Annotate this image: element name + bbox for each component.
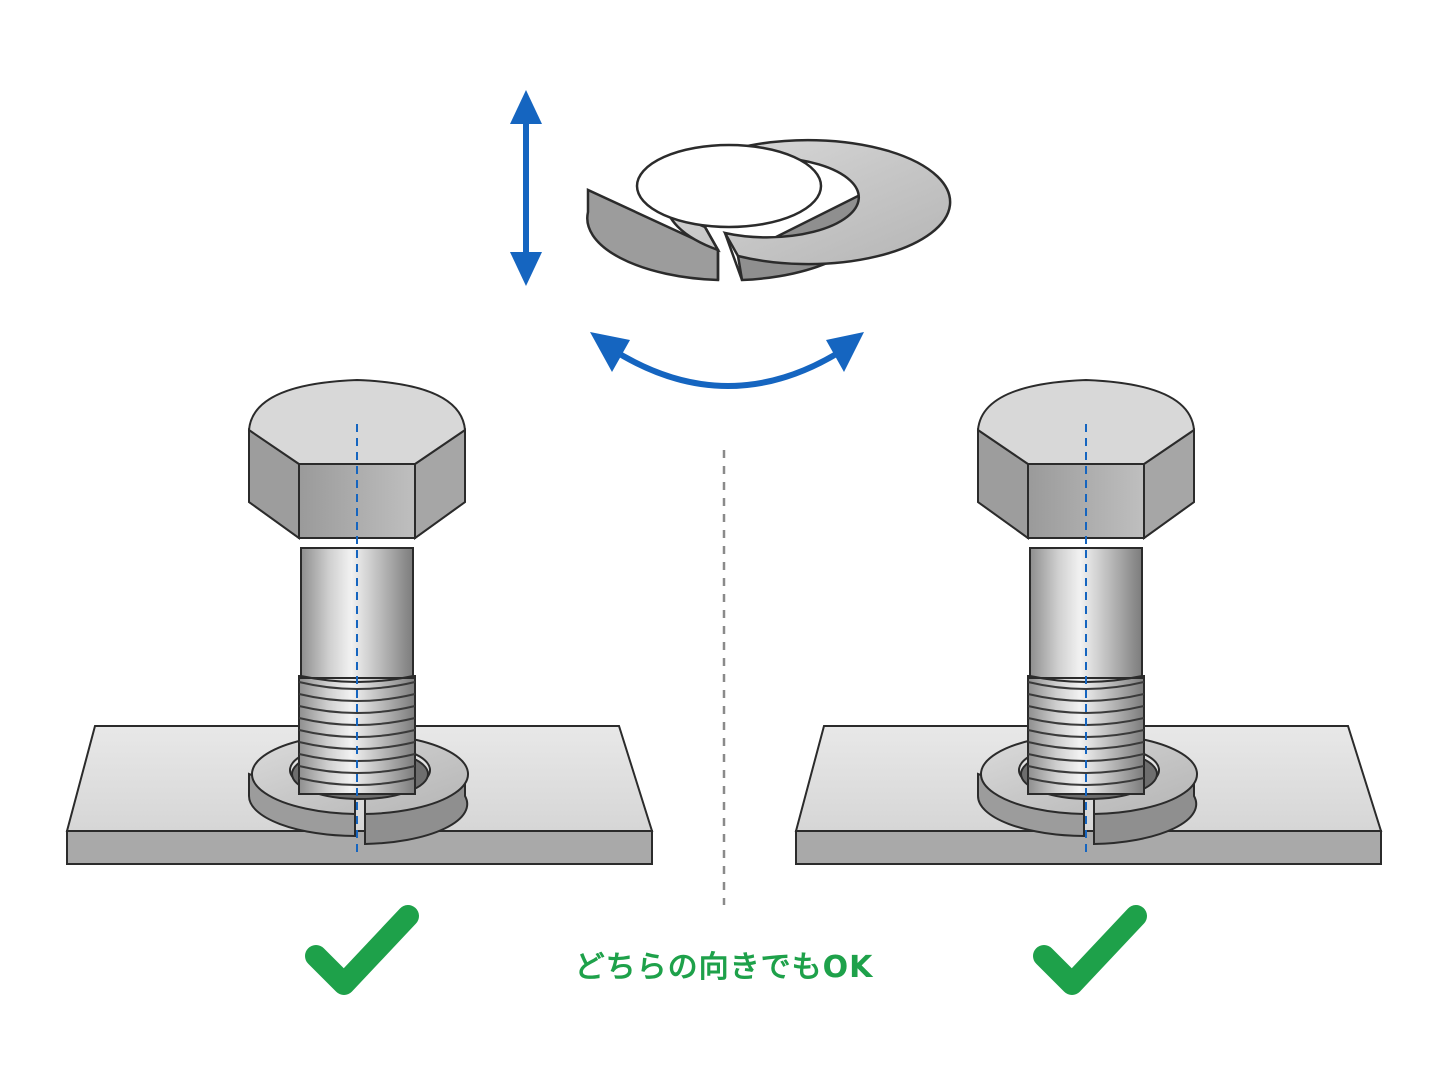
right-assembly	[795, 379, 1382, 865]
flip-arrow	[510, 90, 542, 286]
left-assembly	[66, 379, 653, 865]
right-check-icon	[1033, 905, 1147, 995]
spring-washer	[586, 138, 952, 282]
rotate-arrow	[590, 332, 864, 389]
left-check-icon	[305, 905, 419, 995]
caption-text: どちらの向きでもOK	[574, 950, 874, 985]
